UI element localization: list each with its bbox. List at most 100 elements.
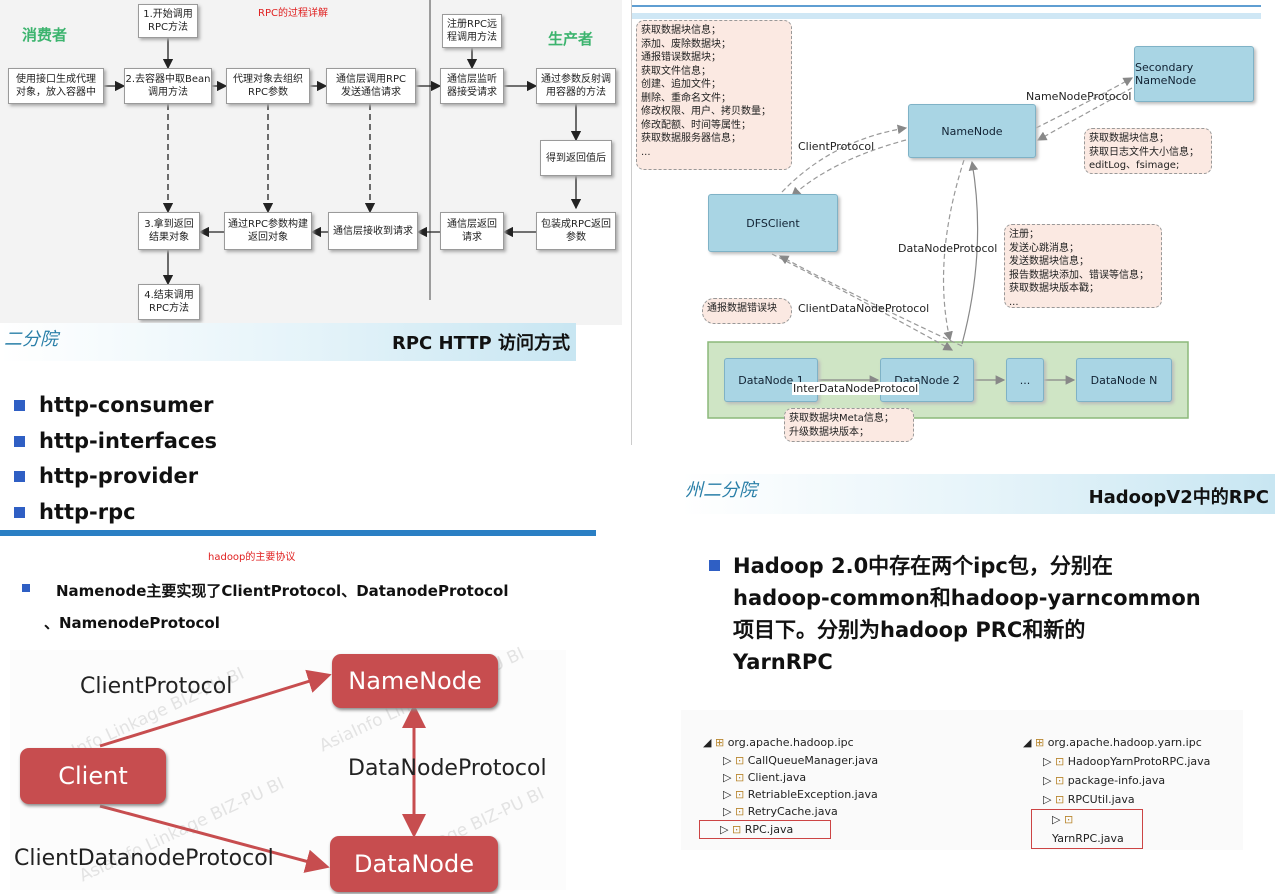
flow-box-end: 4.结束调用 RPC方法	[138, 284, 200, 320]
flow-box-register: 注册RPC远 程调用方法	[442, 14, 502, 48]
flow-arrows	[104, 0, 582, 300]
java-file-icon: ⊡	[734, 788, 745, 801]
hdfs-namenode: NameNode	[908, 104, 1036, 158]
file-name: RPCUtil.java	[1067, 793, 1135, 806]
tree-file[interactable]: ▷ ⊡ Client.java	[723, 771, 807, 784]
ipc-line: Hadoop 2.0中存在两个ipc包，分别在	[733, 554, 1113, 578]
hadoop-protocols-panel: hadoop的主要协议 Namenode主要实现了ClientProtocol、…	[0, 530, 596, 894]
flow-box-reflect: 通过参数反射调 用容器的方法	[536, 68, 616, 104]
hdfs-note-datanode-ops: 注册； 发送心跳消息； 发送数据块信息； 报告数据块添加、错误等信息； 获取数据…	[1004, 224, 1162, 308]
top-rule	[0, 530, 596, 536]
tree-file[interactable]: ▷ ⊡ package-info.java	[1043, 774, 1166, 787]
hdfs-note-namenode-ops: 获取数据块信息； 获取日志文件大小信息； editLog、fsimage;	[1084, 128, 1212, 174]
hdfs-datanode-more: ...	[1006, 358, 1044, 402]
http-title: RPC HTTP 访问方式	[391, 333, 570, 354]
consumer-label: 消费者	[22, 26, 68, 44]
flow-box-listen: 通信层监听 器接受请求	[440, 68, 504, 104]
ipc-left-tree: ◢ ⊞ org.apache.hadoop.ipc ▷ ⊡ CallQueueM…	[699, 734, 879, 839]
tree-file-highlighted[interactable]: ▷ ⊡ YarnRPC.java	[1031, 809, 1143, 849]
hdfs-datanode-n: DataNode N	[1076, 358, 1172, 402]
package-name: org.apache.hadoop.yarn.ipc	[1047, 736, 1202, 749]
tree-file[interactable]: ▷ ⊡ RetryCache.java	[723, 805, 838, 818]
java-file-icon: ⊡	[734, 754, 745, 767]
hdfs-label-inter-datanode-protocol: InterDataNodeProtocol	[792, 382, 920, 395]
producer-label: 生产者	[548, 30, 594, 48]
hdfs-label-datanode-protocol: DataNodeProtocol	[898, 242, 998, 255]
file-name: RetryCache.java	[747, 805, 838, 818]
flow-box-receive: 通信层接收到请求	[328, 212, 418, 250]
hdfs-dfsclient: DFSClient	[708, 194, 838, 252]
hdfs-note-error-block: 通报数据错误块	[702, 298, 792, 324]
ipc-title: HadoopV2中的RPC	[1088, 487, 1269, 508]
ipc-banner: 州二分院 HadoopV2中的RPC	[681, 474, 1275, 514]
java-file-icon: ⊡	[731, 823, 742, 836]
proto-label-datanode-protocol: DataNodeProtocol	[348, 756, 547, 781]
bullet-square-icon	[709, 560, 720, 571]
tree-package[interactable]: ◢ ⊞ org.apache.hadoop.yarn.ipc	[1023, 736, 1202, 749]
package-icon: ⊞	[1034, 736, 1045, 749]
hadoop-v2-rpc-panel: 州二分院 HadoopV2中的RPC Hadoop 2.0中存在两个ipc包，分…	[681, 474, 1275, 852]
flow-box-start: 1.开始调用 RPC方法	[138, 4, 198, 38]
flow-box-return-value: 得到返回值后	[540, 140, 612, 176]
file-name: CallQueueManager.java	[747, 754, 879, 767]
package-icon: ⊞	[714, 736, 725, 749]
hdfs-label-client-datanode-protocol: ClientDataNodeProtocol	[798, 302, 930, 315]
flow-box-pack: 包装成RPC返回 参数	[536, 212, 616, 250]
flow-box-send: 通信层调用RPC 发送通信请求	[326, 68, 416, 104]
flow-box-comm-return: 通信层返回 请求	[440, 212, 504, 250]
proto-caption: hadoop的主要协议	[208, 552, 296, 563]
http-item-text: http-provider	[39, 464, 199, 488]
tree-file[interactable]: ▷ ⊡ RPCUtil.java	[1043, 793, 1135, 806]
tree-file[interactable]: ▷ ⊡ CallQueueManager.java	[723, 754, 879, 767]
flow-title: RPC的过程详解	[258, 8, 328, 19]
file-name: Client.java	[747, 771, 807, 784]
flow-box-proxy: 使用接口生成代理 对象，放入容器中	[8, 68, 104, 104]
ipc-bullet-text: Hadoop 2.0中存在两个ipc包，分别在 hadoop-common和ha…	[733, 550, 1273, 678]
http-item: http-interfaces	[14, 429, 217, 453]
bullet-square-icon	[14, 435, 25, 447]
http-item: http-rpc	[14, 500, 136, 524]
tree-file[interactable]: ▷ ⊡ RetriableException.java	[723, 788, 878, 801]
ipc-line: YarnRPC	[733, 650, 833, 674]
proto-label-client-datanode-protocol: ClientDatanodeProtocol	[14, 846, 274, 871]
flow-box-bean: 2.去容器中取Bean 调用方法	[124, 68, 212, 104]
http-item-text: http-rpc	[39, 500, 136, 524]
tree-package[interactable]: ◢ ⊞ org.apache.hadoop.ipc	[703, 736, 854, 749]
http-item-text: http-interfaces	[39, 429, 218, 453]
package-explorer: ◢ ⊞ org.apache.hadoop.ipc ▷ ⊡ CallQueueM…	[681, 710, 1243, 850]
proto-bullet-line2: 、NamenodeProtocol	[44, 614, 220, 632]
hdfs-label-namenode-protocol: NameNodeProtocol	[1026, 90, 1132, 103]
http-banner: 二分院 RPC HTTP 访问方式	[0, 323, 576, 361]
file-name: RetriableException.java	[747, 788, 878, 801]
file-name: RPC.java	[744, 823, 794, 836]
tree-file[interactable]: ▷ ⊡ HadoopYarnProtoRPC.java	[1043, 755, 1211, 768]
file-name: HadoopYarnProtoRPC.java	[1067, 755, 1211, 768]
proto-datanode: DataNode	[330, 836, 498, 892]
hdfs-label-client-protocol: ClientProtocol	[798, 140, 875, 153]
java-file-icon: ⊡	[1054, 755, 1065, 768]
java-file-icon: ⊡	[1063, 813, 1074, 826]
file-name: package-info.java	[1067, 774, 1166, 787]
hdfs-note-client-ops: 获取数据块信息； 添加、废除数据块； 通报错误数据块； 获取文件信息； 创建、追…	[636, 20, 792, 170]
bullet-square-icon	[22, 584, 30, 592]
http-item-text: http-consumer	[39, 393, 214, 417]
bullet-square-icon	[14, 470, 25, 482]
java-file-icon: ⊡	[1054, 774, 1065, 787]
proto-arrows	[99, 669, 426, 873]
bullet-square-icon	[14, 506, 25, 518]
proto-bullet-line1: Namenode主要实现了ClientProtocol、DatanodeProt…	[56, 582, 509, 600]
ipc-line: hadoop-common和hadoop-yarncommon	[733, 586, 1201, 610]
flow-box-organize: 代理对象去组织 RPC参数	[226, 68, 310, 104]
java-file-icon: ⊡	[734, 805, 745, 818]
proto-client: Client	[20, 748, 166, 804]
java-file-icon: ⊡	[734, 771, 745, 784]
tree-file-highlighted[interactable]: ▷ ⊡ RPC.java	[699, 820, 831, 839]
proto-label-client-protocol: ClientProtocol	[80, 674, 233, 699]
package-name: org.apache.hadoop.ipc	[727, 736, 854, 749]
hdfs-secondary-namenode: Secondary NameNode	[1134, 46, 1254, 102]
flow-box-get-result: 3.拿到返回 结果对象	[138, 212, 200, 250]
flow-box-build: 通过RPC参数构建 返回对象	[224, 212, 312, 250]
hdfs-datanode-2: DataNode 2	[880, 358, 974, 402]
proto-namenode: NameNode	[332, 654, 498, 708]
